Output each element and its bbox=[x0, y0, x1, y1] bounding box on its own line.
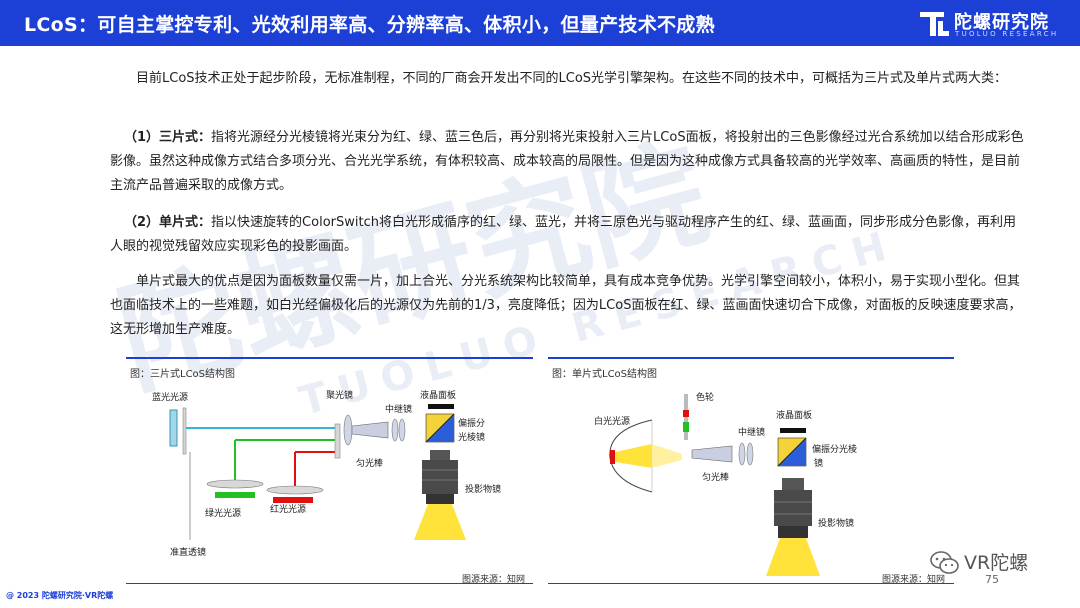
white-light-source bbox=[610, 450, 615, 464]
brand-logo: 陀螺研究院 TUOLUO RESEARCH bbox=[918, 7, 1068, 41]
projection-lens-label: 投影物镜 bbox=[465, 483, 501, 495]
footer-copyright: @ 2023 陀螺研究院·VR陀螺 bbox=[6, 591, 114, 600]
figure-right-rule bbox=[548, 357, 954, 359]
condenser-label: 聚光镜 bbox=[326, 389, 353, 401]
paragraph-intro: 目前LCoS技术正处于起步阶段，无标准制程，不同的厂商会开发出不同的LCoS光学… bbox=[136, 71, 1008, 86]
projection-lens-base bbox=[426, 494, 454, 504]
lcd-panel-label: 液晶面板 bbox=[420, 389, 456, 401]
paragraph-advantages: 单片式最大的优点是因为面板数量仅需一片，加上合光、分光系统架构比较简单，具有成本… bbox=[110, 274, 1022, 337]
brand-subtitle: TUOLUO RESEARCH bbox=[955, 30, 1059, 38]
paragraph-single-panel-text: 指以快速旋转的ColorSwitch将白光形成循序的红、绿、蓝光，并将三原色光与… bbox=[110, 215, 1016, 254]
green-light-source bbox=[215, 492, 255, 498]
green-source-label: 绿光光源 bbox=[205, 507, 241, 519]
page-title: LCoS：可自主掌控专利、光效利用率高、分辨率高、体积小，但量产技术不成熟 bbox=[24, 14, 715, 36]
pbs-label-2: 光棱镜 bbox=[458, 431, 485, 443]
red-light-source bbox=[273, 497, 313, 503]
collimator-lens-red bbox=[266, 485, 324, 495]
projection-light bbox=[414, 504, 466, 540]
relay-lens-1 bbox=[391, 418, 399, 442]
header-bar: LCoS：可自主掌控专利、光效利用率高、分辨率高、体积小，但量产技术不成熟 陀螺… bbox=[0, 0, 1080, 46]
brand-name: 陀螺研究院 bbox=[954, 12, 1049, 33]
white-source-label: 白光光源 bbox=[594, 415, 630, 427]
red-source-label: 红光光源 bbox=[270, 503, 306, 515]
relay-lens-2 bbox=[398, 418, 406, 442]
figure-left-source: 图源来源：知网 bbox=[462, 575, 526, 585]
rod-label: 匀光棒 bbox=[702, 471, 729, 483]
tuoluo-logo-icon bbox=[920, 12, 949, 36]
lcd-panel bbox=[780, 428, 806, 433]
paragraph-three-panel-lead: （1）三片式： bbox=[124, 130, 212, 145]
pbs-label-2: 镜 bbox=[814, 457, 823, 469]
figure-right-bottom-rule bbox=[548, 583, 954, 584]
wechat-account-name: VR陀螺 bbox=[964, 552, 1029, 574]
light-rod bbox=[691, 445, 733, 463]
paragraph-three-panel-text: 指将光源经分光棱镜将光束分为红、绿、蓝三色后，再分别将光束投射入三片LCoS面板… bbox=[110, 130, 1024, 193]
projection-lens-body bbox=[422, 460, 458, 494]
projection-lens-body bbox=[774, 490, 812, 526]
collimator-label: 准直透镜 bbox=[170, 546, 206, 558]
relay-lens-2 bbox=[746, 442, 754, 466]
figure-right-source: 图源来源：知网 bbox=[882, 575, 946, 585]
rod-label: 匀光棒 bbox=[356, 457, 383, 469]
projection-lens-label: 投影物镜 bbox=[818, 517, 854, 529]
single-panel-diagram: 白光光源 色轮 匀光棒 中继镜 液晶面板 偏振分光棱 镜 投影物镜 bbox=[594, 391, 857, 576]
color-wheel-label: 色轮 bbox=[696, 391, 714, 403]
page-number: 75 bbox=[985, 573, 999, 586]
pbs-label-1: 偏振分光棱 bbox=[812, 443, 857, 455]
paragraph-single-panel-lead: （2）单片式： bbox=[124, 215, 212, 230]
figure-right-caption: 图：单片式LCoS结构图 bbox=[552, 369, 658, 380]
projection-light bbox=[766, 538, 820, 576]
light-rod bbox=[351, 421, 389, 439]
collimator-lens-green bbox=[206, 479, 264, 489]
figure-left-bottom-rule bbox=[126, 583, 533, 584]
combiner-prism bbox=[334, 423, 341, 459]
collimator-lens-blue bbox=[182, 407, 187, 455]
relay-lens-1 bbox=[738, 442, 746, 466]
relay-label: 中继镜 bbox=[385, 403, 412, 415]
lcd-panel bbox=[428, 404, 454, 409]
converging-beam bbox=[652, 444, 682, 468]
paragraph-single-panel: （2）单片式：指以快速旋转的ColorSwitch将白光形成循序的红、绿、蓝光，… bbox=[110, 211, 1025, 259]
pbs-label-1: 偏振分 bbox=[458, 417, 485, 429]
projection-lens-top bbox=[782, 478, 804, 490]
figure-left-caption: 图：三片式LCoS结构图 bbox=[130, 369, 236, 380]
blue-light-source bbox=[169, 409, 178, 447]
three-panel-diagram: 蓝光光源 绿光光源 红光光源 准直透镜 聚光镜 匀光棒 中继镜 液晶面板 偏振分… bbox=[152, 389, 501, 558]
relay-label: 中继镜 bbox=[738, 426, 765, 438]
blue-source-label: 蓝光光源 bbox=[152, 391, 188, 403]
projection-lens-base bbox=[778, 526, 808, 538]
wechat-icon bbox=[930, 551, 959, 574]
condenser-lens bbox=[343, 414, 353, 446]
paragraph-three-panel: （1）三片式：指将光源经分光棱镜将光束分为红、绿、蓝三色后，再分别将光束投射入三… bbox=[110, 126, 1025, 198]
white-light-reflector bbox=[609, 419, 653, 493]
lcd-panel-label: 液晶面板 bbox=[776, 409, 812, 421]
white-light-beam bbox=[615, 444, 652, 468]
projection-lens-top bbox=[430, 450, 450, 460]
figure-left-rule bbox=[126, 357, 533, 359]
wechat-watermark: VR陀螺 bbox=[930, 546, 1060, 576]
color-wheel-green bbox=[683, 422, 689, 432]
color-wheel-red bbox=[683, 410, 689, 417]
